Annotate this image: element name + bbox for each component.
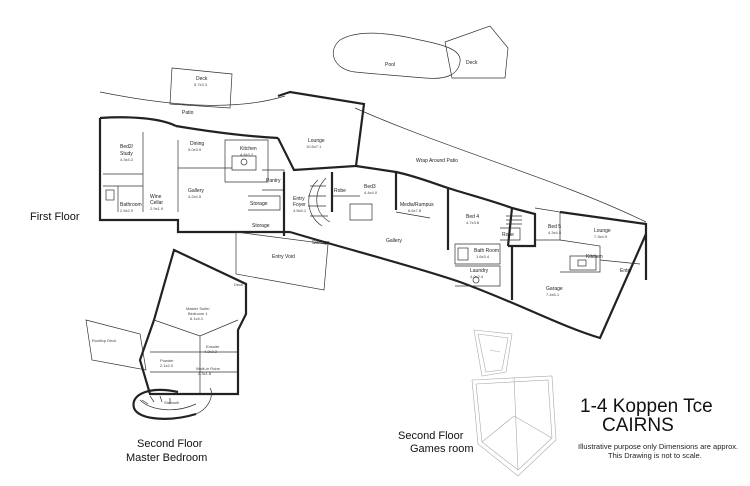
wine-label-b: Cellar xyxy=(150,200,163,206)
master-suite-label-b: Bedroom 1 xyxy=(188,311,208,316)
entry-void-label: Entry Void xyxy=(272,254,295,260)
bed2-dims: 4.3x4.2 xyxy=(120,157,134,162)
property-city: CAIRNS xyxy=(602,415,674,436)
stair-icon xyxy=(506,215,522,225)
master-floor-title-1: Second Floor xyxy=(137,438,203,450)
bathroom-label: Bathroom xyxy=(120,202,142,208)
powder-label: Powder xyxy=(160,358,174,363)
powder-dims: 2.1x2.0 xyxy=(160,363,174,368)
first-floor-labels: Deck 5.7x3.3 Patio Wrap Around Patio Bed… xyxy=(120,76,632,297)
first-floor-title: First Floor xyxy=(30,211,80,223)
storage1-label: Storage xyxy=(250,201,268,207)
sink-icon xyxy=(240,158,248,166)
toilet-icon xyxy=(105,189,115,201)
first-floor-plan xyxy=(98,67,648,340)
lounge-label: Lounge xyxy=(308,138,325,144)
stairwell-label: Stairwell xyxy=(164,400,179,405)
wrap-patio-label: Wrap Around Patio xyxy=(416,158,458,164)
entry2-label: Entry xyxy=(620,268,632,274)
bed5-label: Bed 5 xyxy=(548,224,561,230)
stove-icon xyxy=(577,259,587,267)
garage-label: Garage xyxy=(546,286,563,292)
rooftop-deck-label: Rooftop Deck xyxy=(92,338,116,343)
entry-foyer-label: Entry xyxy=(293,196,305,202)
bed2-label-b: Study xyxy=(120,151,133,157)
gallery1-label: Gallery xyxy=(188,188,204,194)
lounge2-label: Lounge xyxy=(594,228,611,234)
lounge2-dims: 7.3x4.9 xyxy=(594,234,608,239)
pantry-label: Pantry xyxy=(266,178,281,184)
washer-icon xyxy=(472,276,480,284)
bed4-label: Bed 4 xyxy=(466,214,479,220)
gallery1-dims: 4.2x4.5 xyxy=(188,194,202,199)
laundry-label: Laundry xyxy=(470,268,489,274)
bathroom-dims: 2.5x2.9 xyxy=(120,208,134,213)
kitchen-label: Kitchen xyxy=(240,146,257,152)
games-floor-title-2: Games room xyxy=(410,443,474,455)
property-title: 1-4 Koppen Tce xyxy=(580,396,713,417)
entry-foyer-label-b: Foyer xyxy=(293,202,306,208)
wine-label: Wine xyxy=(150,194,162,200)
entry-foyer-dims: 4.5x5.1 xyxy=(293,208,307,213)
garage-dims: 7.4x6.1 xyxy=(546,292,560,297)
master-suite-label: Master Suite/ xyxy=(186,306,210,311)
games-floor-title-1: Second Floor xyxy=(398,430,464,442)
storage1b-label: Storage xyxy=(252,223,270,229)
bathroom2-label: Bath Room xyxy=(474,248,499,254)
kitchen2-label: Kitchen xyxy=(586,254,603,260)
disclaimer-line-2: This Drawing is not to scale. xyxy=(608,451,702,460)
laundry-dims: 4.0x2.4 xyxy=(470,274,484,279)
bed3-dims: 4.4x4.0 xyxy=(364,190,378,195)
master-bedroom-plan xyxy=(85,248,248,420)
master-suite-dims: 6.1x4.1 xyxy=(190,316,204,321)
lounge-dims: 10.5x7.1 xyxy=(306,144,322,149)
bed4-dims: 4.7x3.6 xyxy=(466,220,480,225)
master-floor-title-2: Master Bedroom xyxy=(126,452,207,464)
deck-master-label: Deck xyxy=(234,282,243,287)
master-bedroom-labels: Deck Master Suite/ Bedroom 1 6.1x4.1 Ens… xyxy=(92,282,243,405)
dining-label: Dining xyxy=(190,141,204,147)
bathroom2-dims: 1.6x3.4 xyxy=(476,254,490,259)
kitchen-dims: 4.8x3.2 xyxy=(240,152,254,157)
ensuite-dims: 4.2x3.2 xyxy=(204,349,218,354)
pool-area: Pool Deck xyxy=(332,25,509,79)
games-room-plan xyxy=(471,329,557,477)
media-dims: 6.6x7.8 xyxy=(408,208,422,213)
bathtub-icon xyxy=(457,247,469,261)
ensuite-label: Ensuite xyxy=(206,344,220,349)
walkin-robe-dims: 4.3x1.8 xyxy=(198,371,212,376)
bed3-label: Bed3 xyxy=(364,184,376,190)
walkin-robe-label: Walk-in Robe xyxy=(196,366,221,371)
bed2-label: Bed2/ xyxy=(120,144,134,150)
robe1-label: Robe xyxy=(334,188,346,194)
wine-dims: 2.9x1.9 xyxy=(150,206,164,211)
storage2-label: Storage xyxy=(312,240,330,246)
bed5-dims: 4.3x4.5 xyxy=(548,230,562,235)
dining-dims: 5.0x3.9 xyxy=(188,147,202,152)
disclaimer-line-1: Illustrative purpose only Dimensions are… xyxy=(578,442,738,451)
deck-top-label: Deck xyxy=(466,60,478,66)
patio-label: Patio xyxy=(182,110,194,116)
deck-left-dims: 5.7x3.3 xyxy=(194,82,208,87)
gallery2-label: Gallery xyxy=(386,238,402,244)
media-label: Media/Rumpus xyxy=(400,202,434,208)
deck-left-label: Deck xyxy=(196,76,208,82)
robe2-label: Robe xyxy=(502,232,514,238)
pool-label: Pool xyxy=(385,62,395,68)
